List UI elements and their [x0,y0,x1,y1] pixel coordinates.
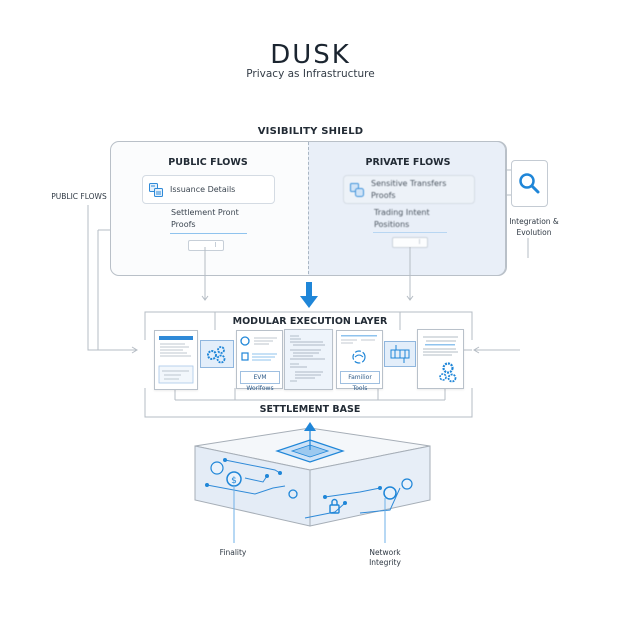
search-icon [519,173,540,194]
integration-line2: Evolution [516,228,552,237]
settlement-proofs-line2: Proofs [171,220,196,229]
data-module[interactable] [384,341,416,367]
network-line2: Integrity [369,558,401,567]
public-down-arrowhead [201,295,209,301]
cube-right-face [309,445,431,527]
document-lines-icon [158,336,194,384]
trading-intent-label: Trading Intent Positions [374,207,430,231]
network-line1: Network [369,548,401,557]
code-document[interactable] [284,329,333,390]
evm-diagram-icon [240,336,277,361]
clock-node-icon [401,478,413,490]
gears-icon [207,346,226,364]
sensitive-transfers-card[interactable]: Sensitive Transfers Proofs [343,175,475,204]
sensitive-transfers-line2: Proofs [371,190,396,200]
tagline: Privacy as Infrastructure [246,68,375,80]
sensitive-transfers-label: Sensitive Transfers Proofs [371,178,446,202]
ring-node-icon [288,489,298,499]
document-flow-icon [350,182,364,197]
database-flow-icon [390,345,410,363]
integration-line1: Integration & [509,217,559,226]
shield-divider [308,142,309,274]
left-arrowhead [131,346,138,354]
document-flow-icon [149,182,163,197]
trading-intent-line2: Positions [374,220,410,229]
familiar-tools-card[interactable]: Familior Tools [336,330,383,392]
visibility-shield-title: VISIBILITY SHIELD [257,126,364,137]
integration-search-button[interactable] [511,160,548,207]
evm-workflows-card[interactable]: EVM Worlfows [236,330,283,392]
up-arrow-icon [304,422,316,431]
private-flows-panel [308,141,506,276]
integration-evolution-label: Integration & Evolution [503,216,565,238]
issuance-details-label: Issuance Details [170,185,236,194]
contract-document-1[interactable] [154,330,198,390]
lock-icon [329,504,340,514]
left-public-flows-label: PUBLIC FLOWS [51,192,107,201]
settlement-proofs-line1: Settlement Pront [171,208,239,217]
public-mini-select[interactable] [188,240,224,251]
private-underline [373,232,447,233]
settlement-cube: $ [194,422,431,543]
document-gears-icon [423,336,458,383]
public-flows-title: PUBLIC FLOWS [168,157,248,168]
left-connector-outer [87,205,136,351]
finality-label: Finality [219,548,247,557]
sensitive-transfers-line1: Sensitive Transfers [371,178,447,188]
code-lines-icon [290,335,325,382]
execution-layer-title: MODULAR EXECUTION LAYER [232,316,388,327]
right-arrowhead [473,346,480,354]
private-down-arrowhead [406,295,414,301]
gears-module[interactable] [200,340,234,368]
settlement-proofs-label: Settlement Pront Proofs [171,207,239,231]
contract-document-2[interactable] [417,329,464,389]
issuance-details-card[interactable]: Issuance Details [142,175,275,204]
network-node-icon [383,486,397,500]
network-integrity-label: Network Integrity [362,548,408,568]
tools-sync-icon [341,335,377,364]
shield-node-icon [210,461,224,475]
down-arrow-icon [300,282,318,308]
svg-text:$: $ [231,476,237,486]
evm-workflows-label: EVM Worlfows [240,371,280,392]
settlement-base-title: SETTLEMENT BASE [259,404,361,415]
dusk-logo: DUSK [270,40,351,70]
trading-intent-line1: Trading Intent [374,208,430,217]
public-underline [170,233,247,234]
familiar-tools-label: Familior Tools [340,371,380,392]
private-flows-title: PRIVATE FLOWS [365,157,451,168]
